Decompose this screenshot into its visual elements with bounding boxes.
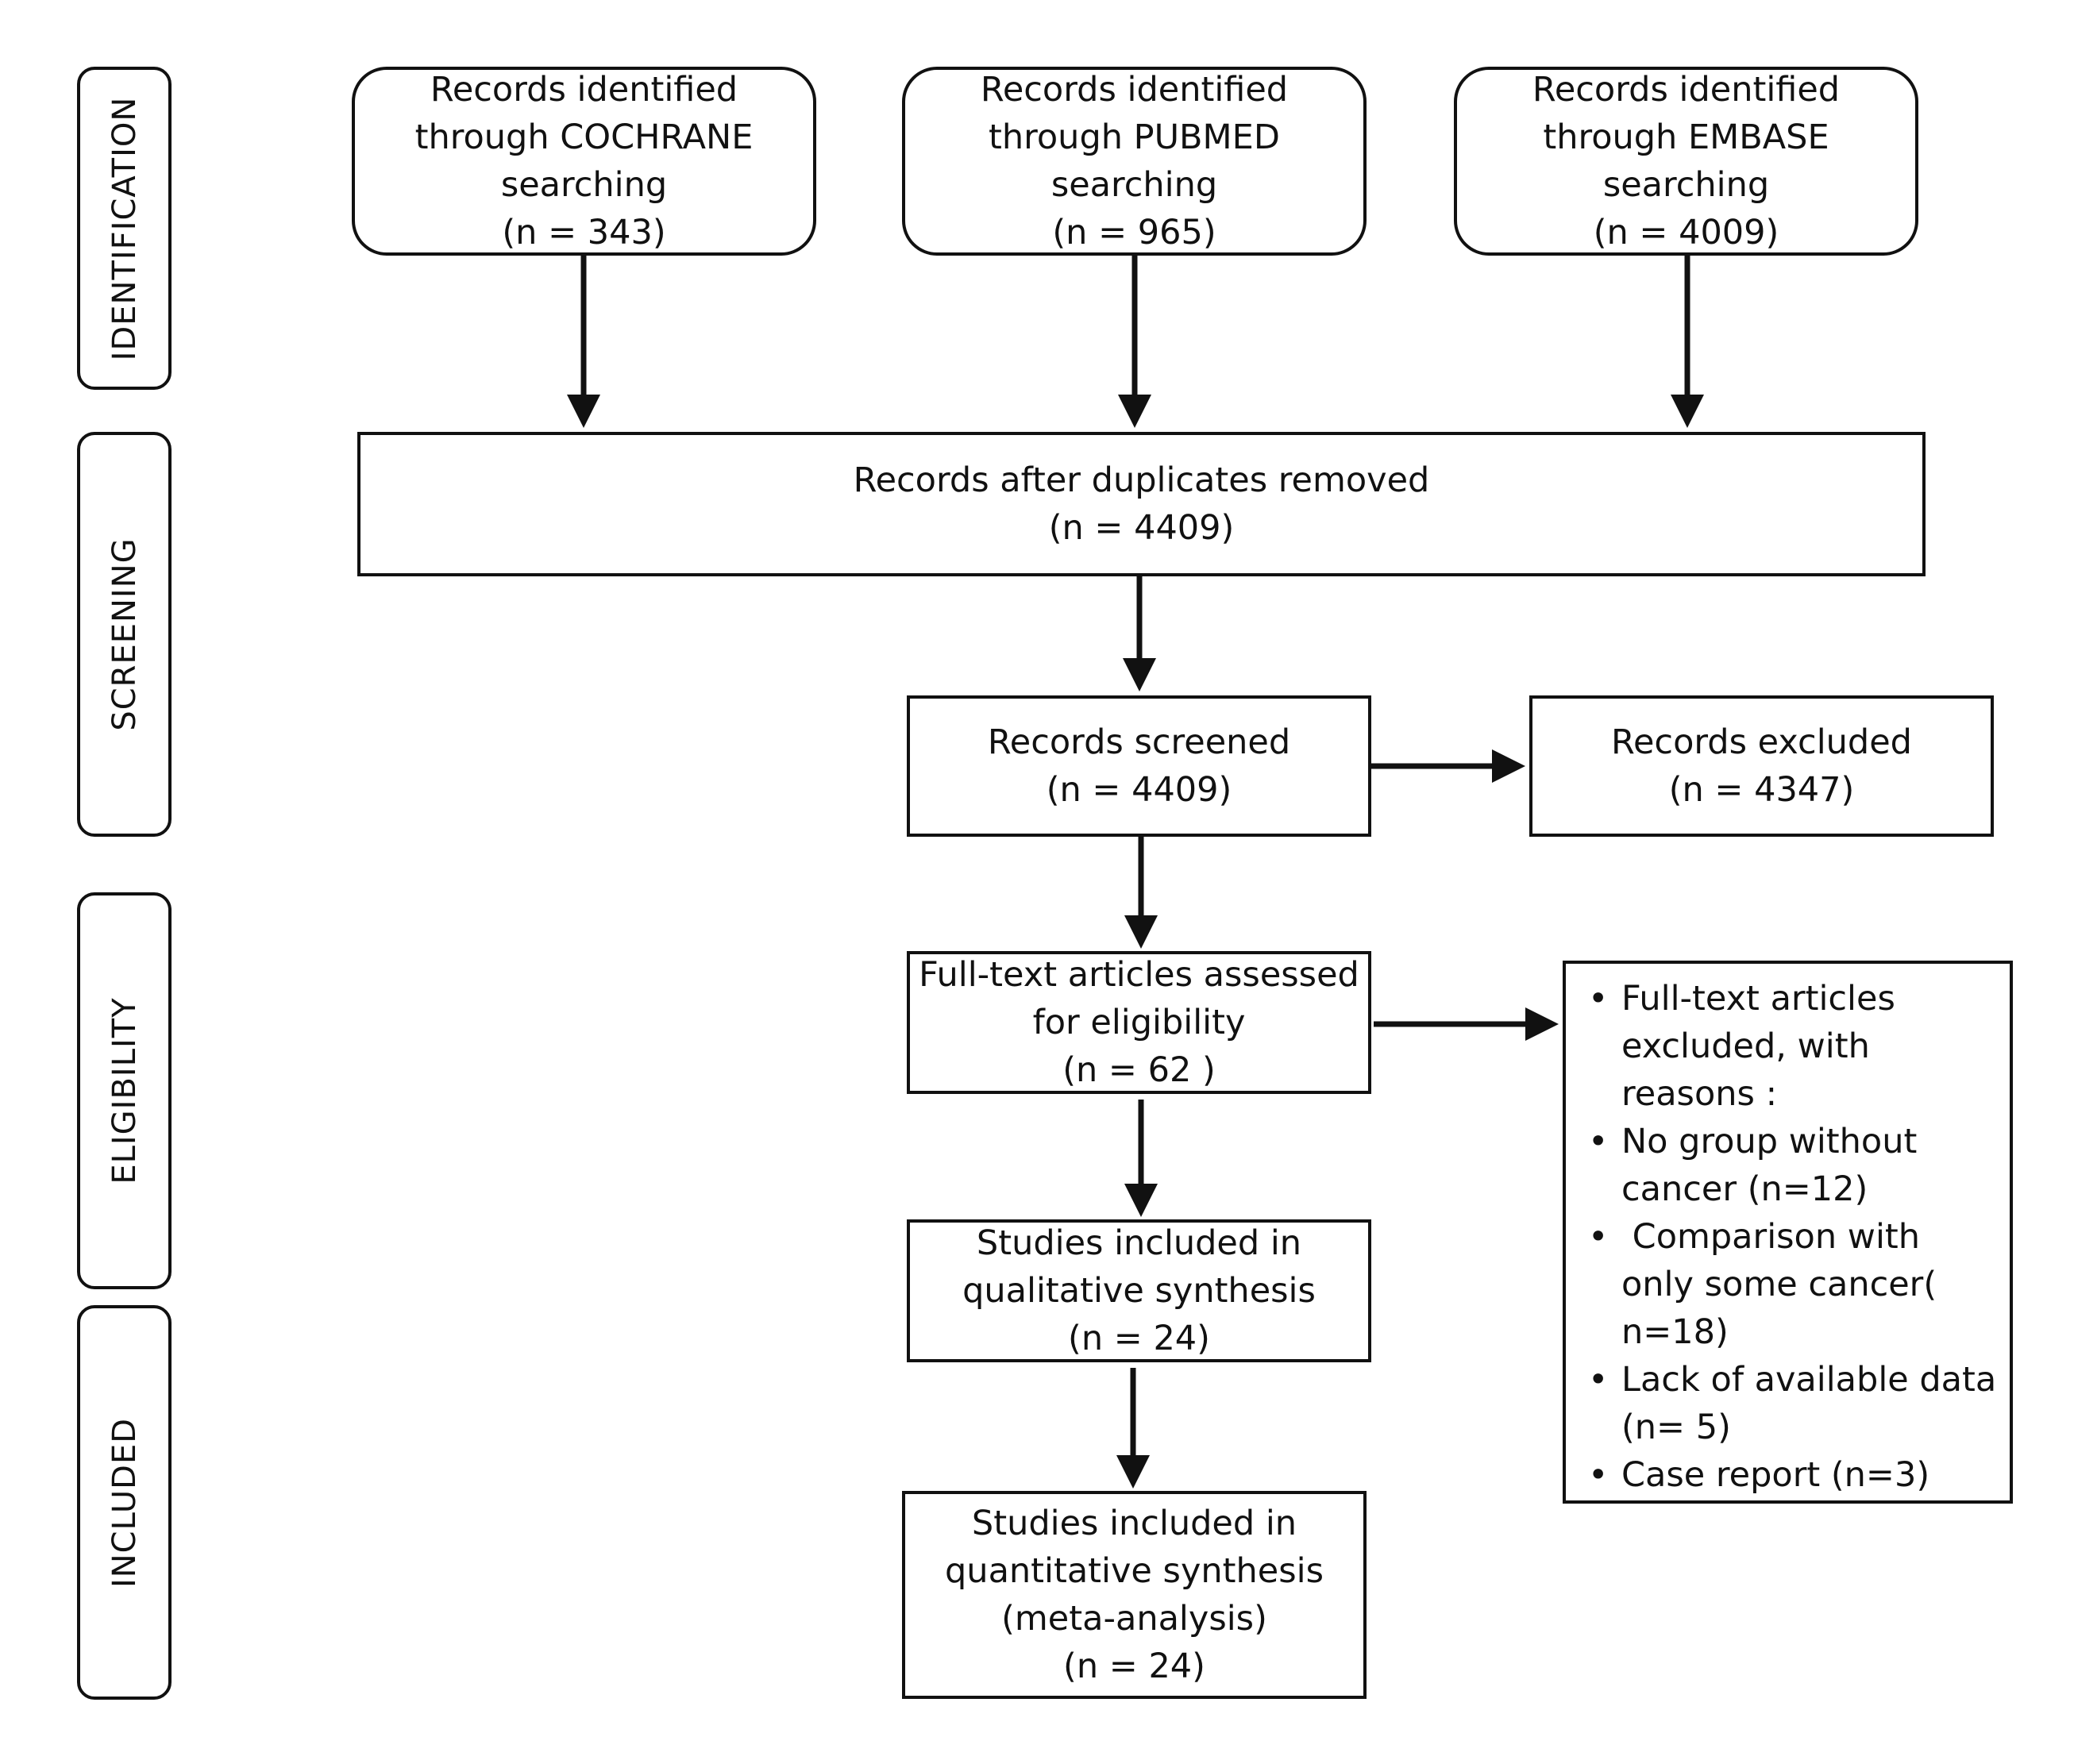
exclusion-item-header: Full-text articles excluded, with reason…	[1574, 975, 2002, 1118]
exclusion-lack-line-1: Lack of available data	[1621, 1360, 1997, 1400]
embase-line-2: through EMBASE	[1543, 117, 1829, 157]
cochrane-records-box: Records identified through COCHRANE sear…	[352, 67, 816, 256]
exclusion-item-case-report: Case report (n=3)	[1574, 1451, 2002, 1499]
cochrane-count: (n = 343)	[502, 213, 666, 252]
exclusion-header-line-2: excluded, with	[1621, 1026, 1870, 1066]
records-screened-count: (n = 4409)	[1046, 770, 1232, 810]
embase-count: (n = 4009)	[1593, 213, 1779, 252]
exclusion-comparison-line-3: n=18)	[1621, 1312, 1729, 1352]
cochrane-line-2: through COCHRANE	[414, 117, 754, 157]
records-excluded-count: (n = 4347)	[1668, 770, 1855, 810]
records-screened-box: Records screened (n = 4409)	[907, 695, 1371, 837]
exclusion-no-group-line-1: No group without	[1621, 1122, 1918, 1161]
duplicates-removed-label: Records after duplicates removed	[853, 460, 1430, 500]
fulltext-line-1: Full-text articles assessed	[919, 955, 1359, 995]
embase-records-box: Records identified through EMBASE search…	[1454, 67, 1918, 256]
fulltext-count: (n = 62 )	[1062, 1050, 1216, 1090]
exclusion-header-line-3: reasons :	[1621, 1074, 1778, 1114]
exclusion-item-lack-of-data: Lack of available data (n= 5)	[1574, 1356, 2002, 1451]
qualitative-line-2: qualitative synthesis	[962, 1271, 1316, 1311]
qualitative-line-1: Studies included in	[976, 1223, 1302, 1263]
quantitative-count: (n = 24)	[1063, 1647, 1205, 1686]
exclusion-item-no-group: No group without cancer (n=12)	[1574, 1118, 2002, 1213]
exclusion-reasons-list: Full-text articles excluded, with reason…	[1574, 975, 2002, 1499]
quantitative-synthesis-box: Studies included in quantitative synthes…	[902, 1491, 1367, 1699]
pubmed-line-2: through PUBMED	[989, 117, 1280, 157]
records-excluded-box: Records excluded (n = 4347)	[1529, 695, 1994, 837]
qualitative-synthesis-box: Studies included in qualitative synthesi…	[907, 1219, 1371, 1362]
records-screened-label: Records screened	[987, 722, 1291, 762]
pubmed-records-box: Records identified through PUBMED search…	[902, 67, 1367, 256]
cochrane-line-1: Records identified	[430, 70, 738, 110]
exclusion-header-line-1: Full-text articles	[1621, 979, 1895, 1019]
stage-label-identification: IDENTIFICATION	[77, 67, 172, 390]
pubmed-count: (n = 965)	[1052, 213, 1216, 252]
qualitative-count: (n = 24)	[1068, 1319, 1210, 1358]
exclusion-comparison-line-2: only some cancer(	[1621, 1265, 1937, 1304]
fulltext-line-2: for eligibility	[1032, 1003, 1246, 1042]
exclusion-case-report-line-1: Case report (n=3)	[1621, 1455, 1930, 1495]
pubmed-line-1: Records identified	[980, 70, 1289, 110]
fulltext-assessed-box: Full-text articles assessed for eligibil…	[907, 951, 1371, 1094]
stage-label-eligibility: ELIGIBILITY	[77, 892, 172, 1289]
fulltext-excluded-box: Full-text articles excluded, with reason…	[1563, 961, 2013, 1504]
exclusion-lack-line-2: (n= 5)	[1621, 1408, 1731, 1447]
quantitative-line-1: Studies included in	[971, 1504, 1297, 1543]
stage-label-included: INCLUDED	[77, 1305, 172, 1700]
duplicates-removed-count: (n = 4409)	[1048, 508, 1235, 548]
embase-line-3: searching	[1602, 165, 1770, 205]
records-excluded-label: Records excluded	[1611, 722, 1912, 762]
duplicates-removed-box: Records after duplicates removed (n = 44…	[357, 432, 1926, 576]
quantitative-line-3: (meta-analysis)	[1001, 1599, 1267, 1639]
pubmed-line-3: searching	[1050, 165, 1218, 205]
stage-label-screening: SCREENING	[77, 432, 172, 837]
exclusion-item-comparison: Comparison with only some cancer( n=18)	[1574, 1213, 2002, 1356]
cochrane-line-3: searching	[500, 165, 668, 205]
exclusion-comparison-line-1: Comparison with	[1621, 1217, 1921, 1257]
exclusion-no-group-line-2: cancer (n=12)	[1621, 1169, 1868, 1209]
quantitative-line-2: quantitative synthesis	[945, 1551, 1324, 1591]
embase-line-1: Records identified	[1532, 70, 1841, 110]
